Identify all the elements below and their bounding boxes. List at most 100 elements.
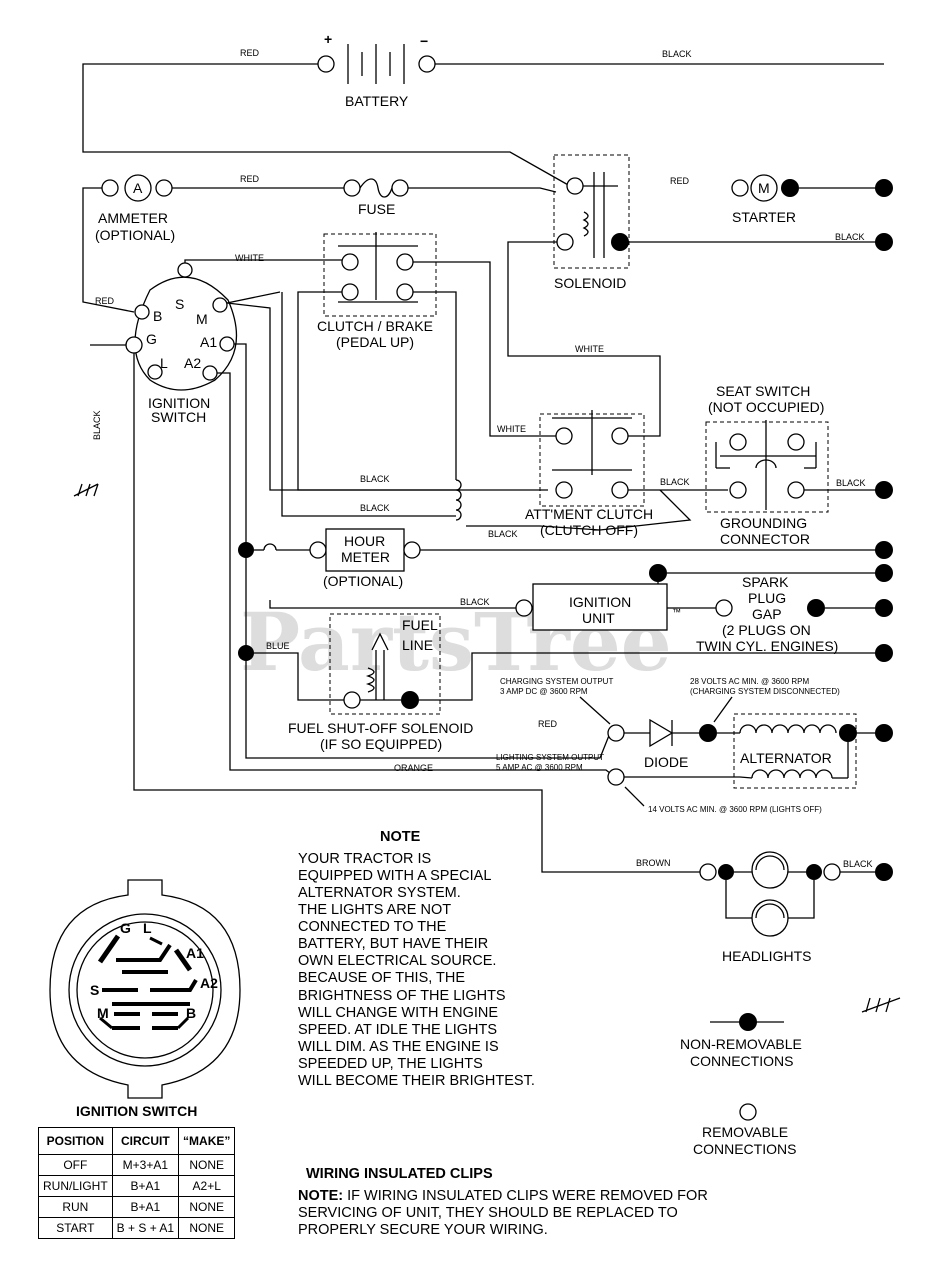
hour-meter-optional: (OPTIONAL)	[323, 573, 403, 589]
ignition-unit-label-2: UNIT	[582, 610, 615, 626]
wire-blue	[254, 652, 344, 701]
grounding-connector-label-2: CONNECTOR	[720, 531, 810, 547]
wire-switch-ground-brown	[133, 353, 700, 873]
svg-text:EQUIPPED WITH A SPECIAL: EQUIPPED WITH A SPECIAL	[298, 868, 491, 884]
svg-text:THE LIGHTS ARE NOT: THE LIGHTS ARE NOT	[298, 902, 451, 918]
wire-switch-orange	[217, 372, 616, 778]
ignition-switch-face: G L A1 A2 S M B	[49, 879, 241, 1099]
wire-label-black-1: BLACK	[662, 49, 692, 59]
svg-text:TWIN CYL. ENGINES): TWIN CYL. ENGINES)	[696, 638, 838, 654]
ammeter-symbol: A	[133, 180, 143, 196]
wire-fuel-ground	[419, 652, 884, 701]
svg-text:OWN ELECTRICAL SOURCE.: OWN ELECTRICAL SOURCE.	[298, 953, 496, 969]
attment-clutch-label-1: ATT'MENT CLUTCH	[525, 506, 653, 522]
fuel-shutoff-solenoid: FUEL LINE FUEL SHUT-OFF SOLENOID (IF SO …	[288, 613, 473, 752]
face-label-l: L	[143, 920, 152, 936]
terminal-b: B	[153, 308, 162, 324]
svg-text:(2 PLUGS ON: (2 PLUGS ON	[722, 622, 811, 638]
battery: + − BATTERY	[317, 31, 436, 109]
fuel-solenoid-label-1: FUEL SHUT-OFF SOLENOID	[288, 720, 473, 736]
table-row: RUN B+A1 NONE	[38, 1196, 236, 1218]
terminal-g: G	[146, 331, 157, 347]
clips-note-line-1: NOTE: IF WIRING INSULATED CLIPS WERE REM…	[298, 1188, 708, 1204]
face-label-a1: A1	[186, 945, 204, 961]
face-label-s: S	[90, 982, 99, 998]
battery-minus-terminal	[418, 55, 436, 73]
ignition-unit: BLACK IGNITION UNIT	[269, 564, 893, 631]
ignition-switch: S B M G A1 L A2 IGNITION SWITCH	[125, 262, 238, 425]
wire-label-red-4: RED	[670, 176, 690, 186]
wire-label-white-1: WHITE	[575, 344, 604, 354]
alternator-note: NOTE YOUR TRACTOR IS EQUIPPED WITH A SPE…	[298, 829, 535, 1089]
wire-clutch-white	[413, 291, 457, 480]
svg-text:WILL BECOME THEIR BRIGHTEST.: WILL BECOME THEIR BRIGHTEST.	[298, 1073, 535, 1089]
ammeter-optional: (OPTIONAL)	[95, 227, 175, 243]
svg-text:YOUR TRACTOR IS: YOUR TRACTOR IS	[298, 851, 431, 867]
seat-switch-label-1: SEAT SWITCH	[716, 383, 810, 399]
wire-label-white-2: WHITE	[235, 253, 264, 263]
svg-text:BRIGHTNESS OF THE LIGHTS: BRIGHTNESS OF THE LIGHTS	[298, 988, 506, 1004]
fuel-line-label-2: LINE	[402, 637, 433, 653]
wire-label-black-4: BLACK	[360, 474, 390, 484]
spark-plug-label: SPARK PLUG GAP (2 PLUGS ON TWIN CYL. ENG…	[696, 574, 838, 654]
starter-symbol: M	[758, 180, 770, 196]
attment-clutch-switch: ATT'MENT CLUTCH (CLUTCH OFF)	[525, 410, 653, 538]
fuse: FUSE	[343, 178, 409, 217]
fuel-solenoid-label-2: (IF SO EQUIPPED)	[320, 736, 442, 752]
wire-label-red-3: RED	[240, 174, 260, 184]
legend: NON-REMOVABLE CONNECTIONS REMOVABLE CONN…	[680, 1013, 802, 1157]
ground-seat	[875, 481, 893, 499]
wire-crossover	[455, 479, 462, 521]
wire-clutch-black	[297, 291, 456, 491]
ground-symbol-left	[73, 483, 99, 497]
ignition-unit-label-1: IGNITION	[569, 594, 631, 610]
clutch-brake-switch: CLUTCH / BRAKE (PEDAL UP)	[317, 232, 437, 350]
svg-text:PLUG: PLUG	[748, 590, 786, 606]
svg-text:SPARK: SPARK	[742, 574, 789, 590]
legend-removable-1: REMOVABLE	[702, 1124, 788, 1140]
ignition-table-header: POSITION CIRCUIT “MAKE”	[38, 1127, 236, 1155]
terminal-a2: A2	[184, 355, 201, 371]
wire-label-red-5: RED	[538, 719, 558, 729]
hour-meter-label-2: METER	[341, 549, 390, 565]
charging-output-label-1: CHARGING SYSTEM OUTPUT	[500, 677, 613, 686]
alternator-label: ALTERNATOR	[740, 750, 832, 766]
fuel-line-label-1: FUEL	[402, 617, 438, 633]
wire-label-black-2: BLACK	[835, 232, 865, 242]
hour-meter: HOUR METER (OPTIONAL)	[238, 528, 893, 589]
seat-switch-label-2: (NOT OCCUPIED)	[708, 399, 824, 415]
svg-text:ALTERNATOR SYSTEM.: ALTERNATOR SYSTEM.	[298, 885, 461, 901]
wire-label-red-1: RED	[240, 48, 260, 58]
seat-switch: SEAT SWITCH (NOT OCCUPIED) GROUNDING CON…	[705, 383, 829, 547]
face-label-m: M	[97, 1005, 109, 1021]
wire-m-black-2	[281, 292, 456, 517]
table-row: RUN/LIGHT B+A1 A2+L	[38, 1175, 236, 1197]
diode-label: DIODE	[644, 754, 688, 770]
grounding-connector-label-1: GROUNDING	[720, 515, 807, 531]
starter-label: STARTER	[732, 209, 796, 225]
starter: M STARTER	[731, 174, 893, 225]
clips-note-line-3: PROPERLY SECURE YOUR WIRING.	[298, 1222, 548, 1238]
wire-label-black-9: BLACK	[460, 597, 490, 607]
wire-attment-black	[466, 489, 692, 531]
volts-14-label: 14 VOLTS AC MIN. @ 3600 RPM (LIGHTS OFF)	[648, 805, 822, 814]
volts-28-label-1: 28 VOLTS AC MIN. @ 3600 RPM	[690, 677, 809, 686]
legend-non-removable-2: CONNECTIONS	[690, 1053, 793, 1069]
svg-text:SPEED. AT IDLE THE LIGHTS: SPEED. AT IDLE THE LIGHTS	[298, 1022, 497, 1038]
ammeter-label: AMMETER	[98, 210, 168, 226]
svg-text:BECAUSE OF THIS, THE: BECAUSE OF THIS, THE	[298, 970, 465, 986]
note-title: NOTE	[380, 829, 421, 845]
ground-solenoid	[875, 233, 893, 251]
charging-output-label-2: 3 AMP DC @ 3600 RPM	[500, 687, 588, 696]
ignition-switch-label-1: IGNITION	[148, 395, 210, 411]
ground-symbol-right	[861, 997, 901, 1013]
wire-label-blue: BLUE	[266, 641, 290, 651]
junction-blue	[238, 645, 254, 661]
wire-label-black-6: BLACK	[660, 477, 690, 487]
table-row: START B + S + A1 NONE	[38, 1217, 236, 1239]
wire-label-black-10: BLACK	[843, 859, 873, 869]
wire-label-black-5: BLACK	[360, 503, 390, 513]
clutch-brake-label-1: CLUTCH / BRAKE	[317, 318, 433, 334]
legend-removable-2: CONNECTIONS	[693, 1141, 796, 1157]
svg-text:WILL CHANGE WITH ENGINE: WILL CHANGE WITH ENGINE	[298, 1005, 498, 1021]
